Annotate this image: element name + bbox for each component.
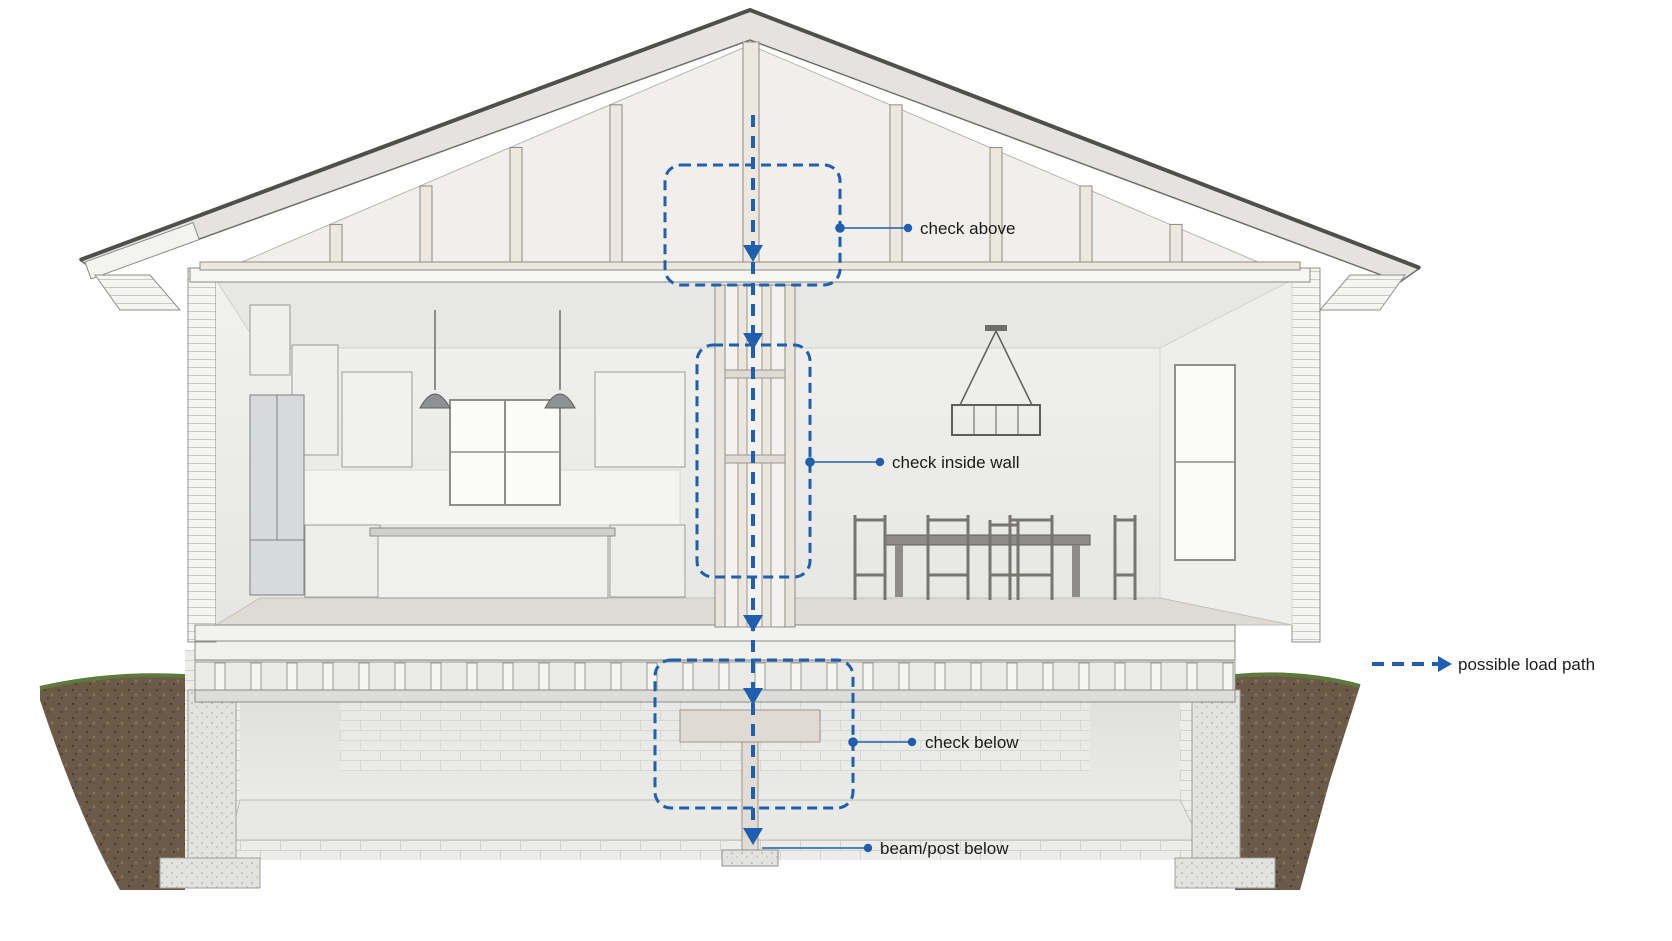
kitchen	[249, 304, 686, 599]
floor-joist	[718, 662, 730, 692]
label-check-inside-wall: check inside wall	[892, 453, 1020, 472]
kitchen-island	[377, 535, 609, 599]
basement	[159, 650, 1276, 889]
label-beam-post-below: beam/post below	[880, 839, 1009, 858]
floor-joist	[286, 662, 298, 692]
attic-stud	[1079, 185, 1093, 266]
floor-joist	[1078, 662, 1090, 692]
pendant-light	[544, 310, 576, 409]
dining-area	[853, 325, 1236, 600]
floor-joist	[970, 662, 982, 692]
floor-joist	[754, 662, 766, 692]
attic-stud	[329, 223, 343, 266]
floor-joist	[862, 662, 874, 692]
floor-joist	[1150, 662, 1162, 692]
floor-joist	[1186, 662, 1198, 692]
floor-joist	[1006, 662, 1018, 692]
floor-joist	[610, 662, 622, 692]
callout-dot	[875, 457, 885, 467]
floor-joist	[1222, 662, 1234, 692]
floor-joist	[1042, 662, 1054, 692]
attic-stud	[1169, 223, 1183, 266]
island-countertop	[369, 527, 616, 537]
callout-dot	[907, 737, 917, 747]
attic-stud	[989, 147, 1003, 266]
dining-chairs	[853, 515, 1137, 600]
attic-stud	[889, 104, 903, 266]
dining-table	[884, 534, 1091, 546]
check-inside-wall-zone	[695, 343, 812, 579]
load-path	[743, 115, 763, 845]
floor-joist	[574, 662, 586, 692]
floor-joist	[322, 662, 334, 692]
label-check-below: check below	[925, 733, 1019, 752]
attic-stud	[509, 147, 523, 266]
floor-joist	[430, 662, 442, 692]
floor-joist	[250, 662, 262, 692]
post-footing-pad	[721, 849, 779, 867]
floor-joist	[898, 662, 910, 692]
ground	[39, 672, 1361, 890]
floor-joist	[358, 662, 370, 692]
floor-joist	[502, 662, 514, 692]
attic-stud	[419, 185, 433, 266]
floor-joists	[194, 639, 1236, 703]
basement-beam	[679, 709, 821, 743]
base-cabinet	[304, 524, 381, 598]
arrowhead	[743, 688, 763, 705]
attic-stud	[609, 104, 623, 266]
callout-dot	[863, 843, 873, 853]
callout-dot	[903, 223, 913, 233]
floor-joist	[826, 662, 838, 692]
legend-label: possible load path	[1458, 655, 1595, 674]
floor-joist	[214, 662, 226, 692]
floor-joist	[1114, 662, 1126, 692]
upper-cabinet	[594, 371, 686, 468]
callout-dot	[805, 457, 815, 467]
callout-dot	[848, 737, 858, 747]
check-below-zone	[653, 658, 855, 810]
callouts	[762, 223, 917, 853]
chandelier	[951, 325, 1041, 436]
arrowhead	[743, 828, 763, 845]
label-check-above: check above	[920, 219, 1015, 238]
attic-roof	[78, 7, 1422, 311]
callout-dot	[835, 223, 845, 233]
base-cabinet	[609, 524, 686, 598]
legend-arrowhead	[1438, 656, 1452, 672]
legend: possible load path	[1372, 655, 1595, 674]
floor-joist	[682, 662, 694, 692]
floor-joist	[790, 662, 802, 692]
floor-joist	[934, 662, 946, 692]
pendant-light	[419, 310, 451, 409]
floor-joist	[538, 662, 550, 692]
floor-joist	[394, 662, 406, 692]
upper-cabinet	[249, 304, 291, 376]
floor-joist	[466, 662, 478, 692]
arrowhead	[743, 333, 763, 350]
upper-cabinet	[341, 371, 413, 468]
arrowhead	[743, 615, 763, 632]
arrowhead	[743, 245, 763, 262]
